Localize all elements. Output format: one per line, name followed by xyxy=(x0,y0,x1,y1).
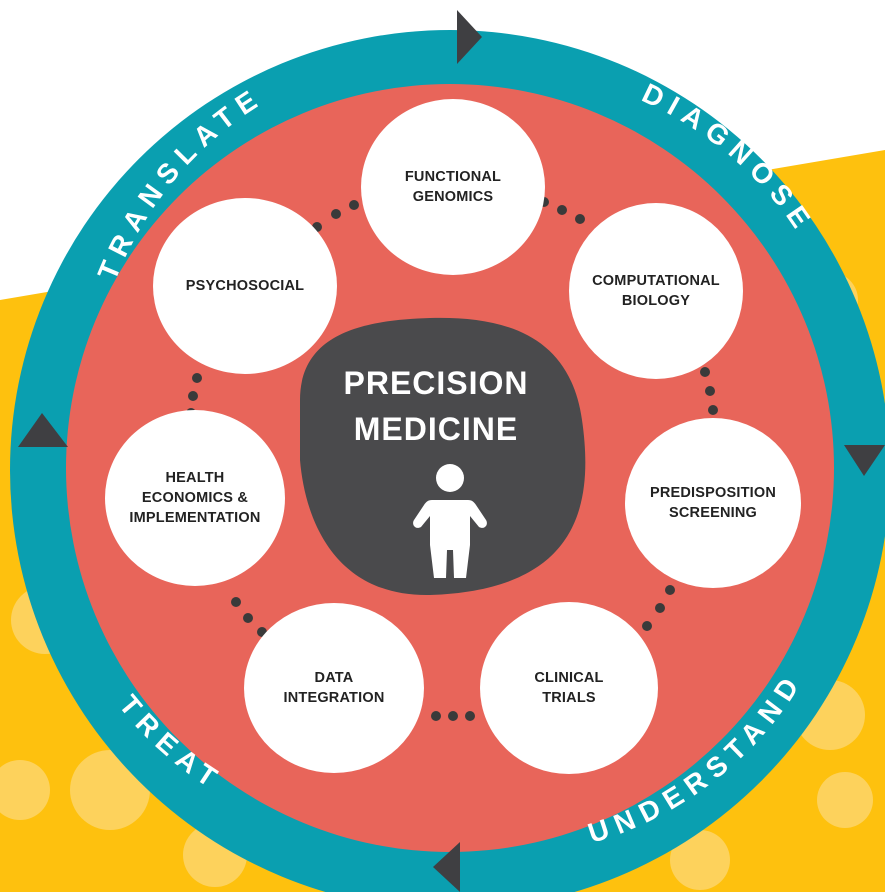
node-data-integration: DATA INTEGRATION xyxy=(244,603,424,773)
bubble-shape-data-integration xyxy=(244,603,424,773)
node-label: FUNCTIONAL GENOMICS xyxy=(404,169,502,205)
node-label: HEALTH ECONOMICS & IMPLEMENTATION xyxy=(129,470,261,526)
bubble-shape-clinical-trials xyxy=(480,602,658,774)
node-predisposition-screening: PREDISPOSITION SCREENING xyxy=(625,418,801,588)
bubble-shape-health-economics xyxy=(105,410,285,586)
node-label: COMPUTATIONAL BIOLOGY xyxy=(592,273,720,309)
node-psychosocial: PSYCHOSOCIAL xyxy=(153,198,337,374)
bubble-shape-computational-biology xyxy=(569,203,743,379)
person-icon xyxy=(413,464,487,578)
node-computational-biology: COMPUTATIONAL BIOLOGY xyxy=(569,203,743,379)
node-label: DATA INTEGRATION xyxy=(283,670,385,706)
bubble-shape-psychosocial xyxy=(153,198,337,374)
arrow-up-left xyxy=(18,413,68,447)
node-clinical-trials: CLINICAL TRIALS xyxy=(480,602,658,774)
node-health-economics: HEALTH ECONOMICS & IMPLEMENTATION xyxy=(105,410,285,586)
arrow-right-top xyxy=(457,10,482,64)
bubble-shape-functional-genomics xyxy=(361,99,545,275)
node-label: PREDISPOSITION SCREENING xyxy=(649,485,777,521)
arrow-down-right xyxy=(844,445,885,476)
node-label: PSYCHOSOCIAL xyxy=(185,278,305,294)
node-label: CLINICAL TRIALS xyxy=(534,670,604,706)
center-blob xyxy=(300,317,586,596)
arrow-left-bottom xyxy=(433,842,460,892)
node-functional-genomics: FUNCTIONAL GENOMICS xyxy=(363,99,543,275)
bubbles xyxy=(105,99,801,774)
bubble-shape-predisposition-screening xyxy=(625,418,801,588)
center-title: PRECISION MEDICINE xyxy=(343,365,529,447)
